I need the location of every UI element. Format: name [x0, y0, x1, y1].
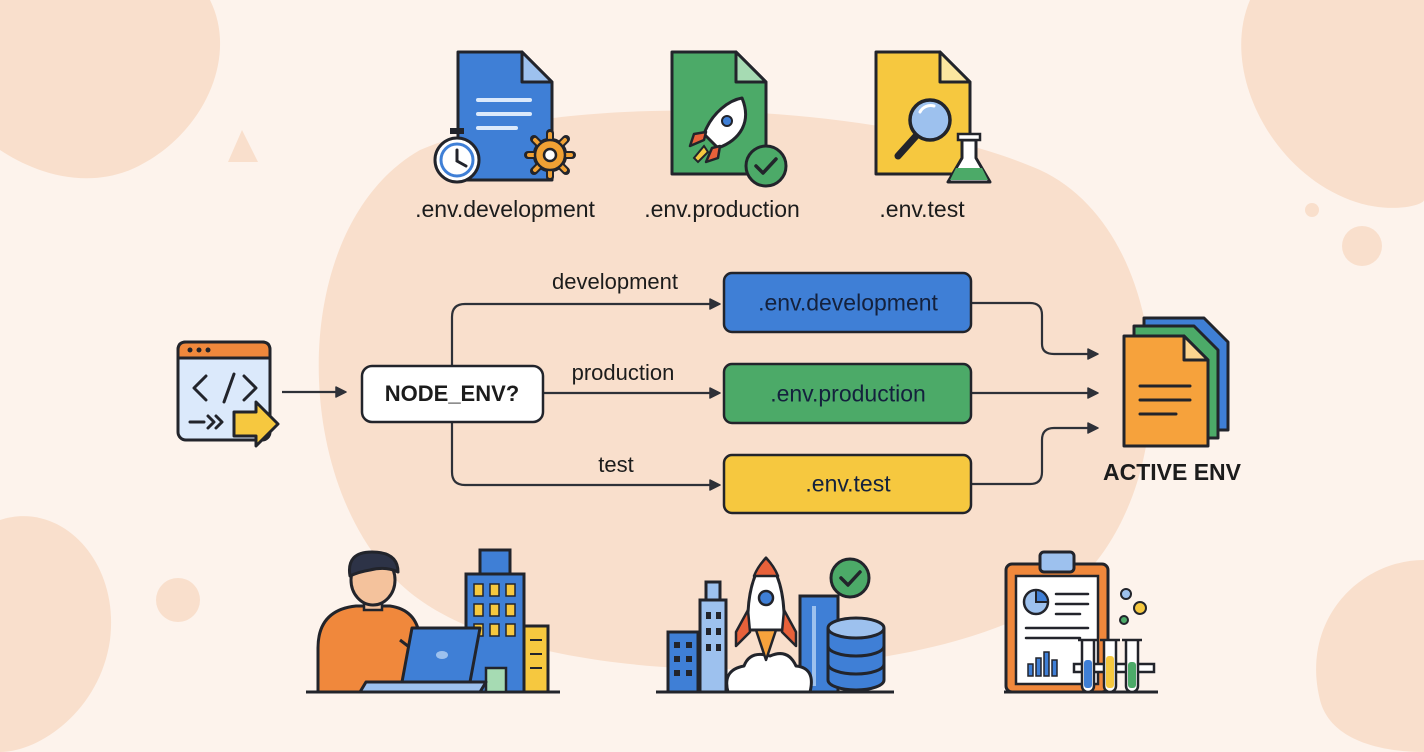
clock-icon [433, 128, 481, 184]
stacked-documents-icon [1122, 316, 1230, 448]
file-caption-production: .env.production [644, 196, 800, 222]
node-env-decision: NODE_ENV? [384, 381, 520, 406]
env-box-production: .env.production [770, 380, 926, 407]
env-box-test-shape [722, 453, 973, 515]
file-caption-development: .env.development [415, 196, 595, 222]
active-env-label: ACTIVE ENV [1102, 459, 1242, 485]
env-box-development: .env.development [758, 289, 938, 316]
env-box-prod-shape [722, 362, 973, 425]
branch-label-test: test [598, 452, 634, 477]
file-caption-test: .env.test [879, 196, 965, 222]
flask-icon [946, 132, 992, 184]
developer-at-laptop-icon [306, 548, 560, 694]
clipboard-test-tubes-icon [1004, 550, 1158, 694]
env-box-test: .env.test [805, 470, 891, 497]
node-env-decision-box [360, 364, 545, 424]
magnifier-icon [894, 98, 952, 160]
branch-label-development: development [552, 269, 678, 294]
checkmark-badge-icon [744, 144, 788, 188]
env-box-dev-shape [722, 271, 973, 334]
rocket-icon [688, 96, 748, 164]
gear-icon [524, 129, 576, 181]
branch-label-production: production [571, 360, 675, 385]
rocket-launch-city-icon [656, 556, 894, 694]
flow-connectors [282, 298, 1099, 491]
code-window-icon [176, 340, 280, 448]
